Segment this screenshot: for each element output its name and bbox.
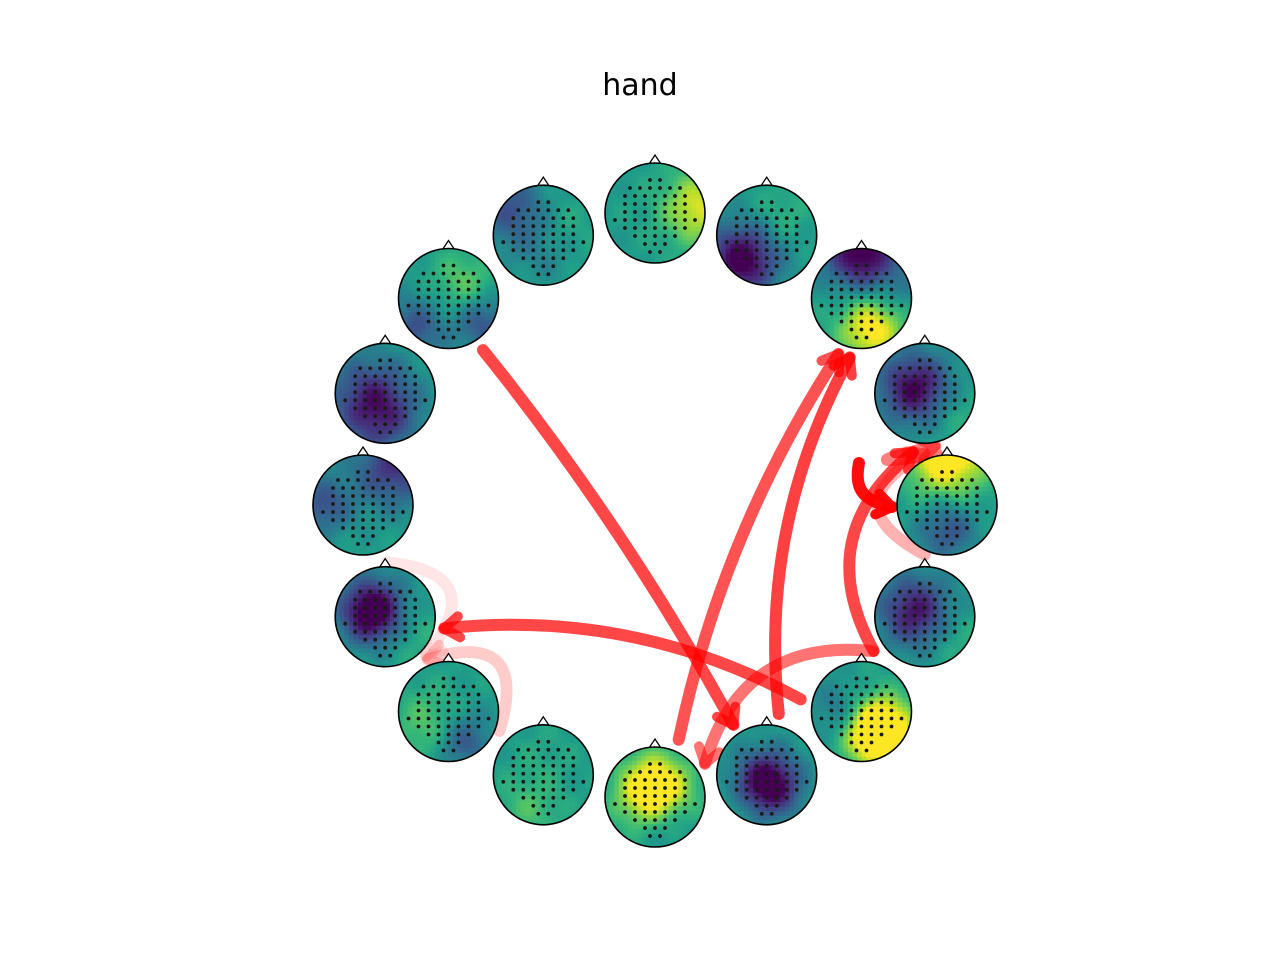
topomap-node bbox=[604, 737, 706, 848]
head-outline bbox=[397, 660, 500, 763]
edge-line bbox=[843, 446, 920, 657]
edge-line bbox=[880, 440, 943, 467]
head-outline bbox=[397, 247, 500, 350]
nose-marker bbox=[854, 239, 869, 250]
nose-marker bbox=[760, 176, 774, 187]
nose-marker bbox=[356, 445, 370, 457]
sensor-dots bbox=[613, 178, 697, 254]
edge-arrowhead bbox=[816, 349, 845, 378]
head-outline bbox=[312, 454, 414, 556]
sensor-dots bbox=[724, 200, 809, 277]
topomap-node bbox=[715, 176, 818, 286]
sensor-dots bbox=[819, 676, 904, 753]
edge-line bbox=[672, 348, 845, 746]
nose-marker bbox=[648, 737, 662, 749]
head-outline bbox=[810, 660, 913, 763]
nose-marker bbox=[854, 652, 869, 663]
sensor-dots bbox=[501, 200, 586, 277]
head-outline bbox=[492, 184, 595, 286]
topomap-node bbox=[397, 652, 500, 763]
connectivity-edge bbox=[672, 348, 845, 746]
nose-marker bbox=[760, 715, 774, 727]
nose-marker bbox=[441, 652, 456, 663]
nose-marker bbox=[378, 334, 392, 345]
sensor-dots bbox=[321, 470, 405, 546]
head-outline bbox=[810, 247, 913, 350]
sensor-dots bbox=[613, 762, 697, 838]
edge-arrowhead bbox=[870, 488, 897, 520]
sensor-dots bbox=[406, 676, 491, 753]
topomap-field bbox=[874, 343, 975, 444]
topomap-node bbox=[873, 334, 976, 445]
topomap-node bbox=[810, 239, 913, 350]
edge-line bbox=[477, 344, 740, 731]
nose-marker bbox=[536, 176, 550, 187]
edge-line bbox=[698, 643, 880, 770]
nodes-layer bbox=[312, 153, 998, 848]
sensor-dots bbox=[501, 739, 586, 816]
head-outline bbox=[604, 162, 706, 264]
figure-title: hand bbox=[602, 68, 678, 103]
sensor-dots bbox=[724, 739, 809, 816]
nose-marker bbox=[940, 445, 954, 457]
sensor-dots bbox=[905, 470, 989, 546]
edge-line bbox=[421, 646, 513, 737]
topomap-node bbox=[715, 715, 818, 826]
topomap-node bbox=[334, 334, 437, 445]
edge-line bbox=[380, 556, 458, 662]
nose-marker bbox=[378, 557, 392, 569]
topomap-node bbox=[492, 715, 595, 826]
sensor-dots bbox=[882, 358, 967, 435]
topomap-node bbox=[873, 557, 976, 668]
head-outline bbox=[873, 342, 976, 445]
sensor-dots bbox=[343, 581, 428, 658]
nose-marker bbox=[648, 153, 662, 165]
topomap-node bbox=[604, 153, 706, 264]
head-outline bbox=[334, 565, 437, 668]
sensor-dots bbox=[406, 263, 491, 340]
nose-marker bbox=[441, 239, 456, 250]
head-outline bbox=[873, 565, 976, 668]
head-outline bbox=[715, 184, 818, 286]
connectivity-edge bbox=[851, 457, 898, 520]
head-outline bbox=[604, 746, 706, 848]
sensor-dots bbox=[882, 581, 967, 658]
nose-marker bbox=[536, 715, 550, 727]
connectivity-edge bbox=[694, 643, 880, 770]
topomap-node bbox=[810, 652, 913, 763]
sensor-dots bbox=[343, 358, 428, 435]
nose-marker bbox=[918, 334, 932, 345]
nose-marker bbox=[918, 557, 932, 569]
topomap-node bbox=[312, 445, 414, 556]
topomap-field bbox=[811, 661, 912, 762]
edge-arrowhead bbox=[439, 611, 466, 643]
edge-arrowhead bbox=[694, 741, 725, 769]
head-outline bbox=[492, 723, 595, 826]
head-outline bbox=[715, 723, 818, 826]
topomap-node bbox=[397, 239, 500, 350]
head-outline bbox=[334, 342, 437, 445]
topomap-node bbox=[492, 176, 595, 286]
head-outline bbox=[896, 454, 998, 556]
sensor-dots bbox=[819, 263, 904, 340]
